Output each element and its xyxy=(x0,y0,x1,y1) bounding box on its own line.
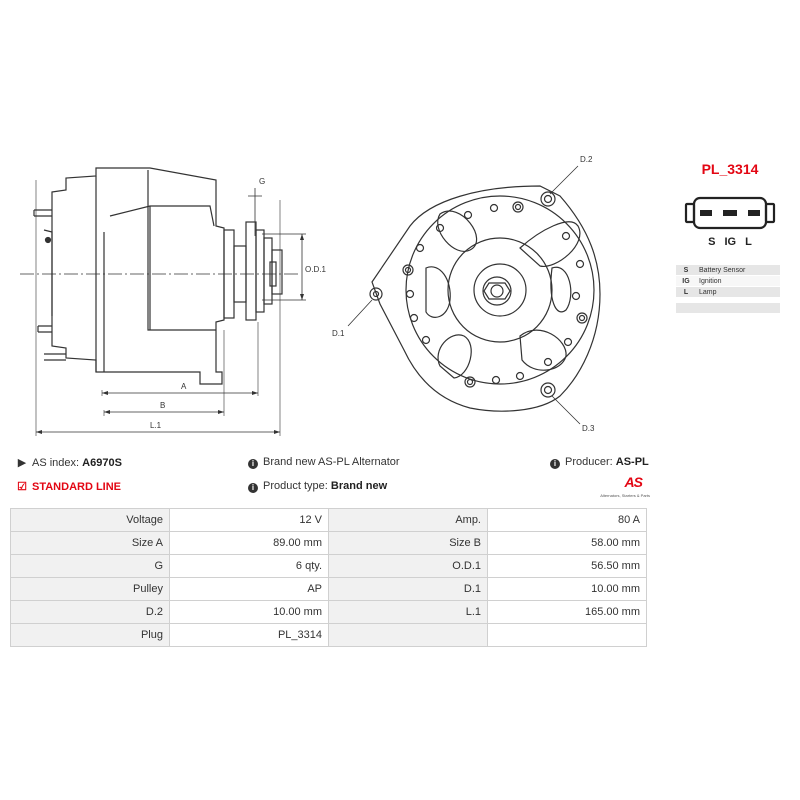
dim-label-od1: O.D.1 xyxy=(305,265,326,274)
technical-drawing: G O.D.1 A B L.1 xyxy=(20,155,776,436)
plug-pin-labels: S IG L xyxy=(700,236,760,248)
dim-label-d3: D.3 xyxy=(582,424,595,433)
spec-label: L.1 xyxy=(328,600,488,624)
spec-label: O.D.1 xyxy=(328,554,488,578)
spec-value: 10.00 mm xyxy=(169,600,329,624)
logo-mark: AS xyxy=(624,474,643,490)
info-icon: i xyxy=(248,483,258,493)
legend-key: S xyxy=(676,265,696,276)
dim-label-d1: D.1 xyxy=(332,329,345,338)
as-index: ▶AS index: A6970S xyxy=(17,457,122,469)
standard-line: ☑STANDARD LINE xyxy=(17,481,122,493)
plug-title: PL_3314 xyxy=(701,161,759,177)
legend-desc: Ignition xyxy=(696,275,780,287)
spec-value: 56.50 mm xyxy=(487,554,647,578)
spec-value: AP xyxy=(169,577,329,601)
spec-value: 10.00 mm xyxy=(487,577,647,601)
dim-label-b: B xyxy=(160,401,165,410)
as-logo: AS Alternators, Starters & Parts xyxy=(584,474,650,498)
spec-label: Size B xyxy=(328,531,488,555)
dim-label-a: A xyxy=(181,382,187,391)
spec-label: D.1 xyxy=(328,577,488,601)
product-type-value: Brand new xyxy=(330,480,388,492)
spec-label: Plug xyxy=(10,623,170,647)
spec-label: Pulley xyxy=(10,577,170,601)
spec-value: 80 A xyxy=(487,508,647,532)
legend-desc: Battery Sensor xyxy=(696,265,780,276)
checkbox-icon: ☑ xyxy=(17,481,27,493)
legend-key: L xyxy=(676,286,696,298)
spec-value: 89.00 mm xyxy=(169,531,329,555)
legend-key: IG xyxy=(676,275,696,287)
spec-value: 6 qty. xyxy=(169,554,329,578)
spec-label xyxy=(328,623,488,647)
spec-value: 12 V xyxy=(169,508,329,532)
spec-label: Amp. xyxy=(328,508,488,532)
spec-label: G xyxy=(10,554,170,578)
plug-pin-s: S xyxy=(708,236,716,248)
legend-desc: Lamp xyxy=(696,286,780,298)
producer-value: AS-PL xyxy=(615,456,649,468)
spec-label: Voltage xyxy=(10,508,170,532)
spec-value: 165.00 mm xyxy=(487,600,647,624)
dim-label-g: G xyxy=(259,177,265,186)
dim-label-d2: D.2 xyxy=(580,155,593,164)
spec-label: Size A xyxy=(10,531,170,555)
tag-icon: ▶ xyxy=(17,457,27,469)
alternator-side-view xyxy=(51,167,225,385)
info-icon: i xyxy=(248,459,258,469)
plug-pin-ig: IG xyxy=(724,236,737,248)
alternator-front-view xyxy=(371,185,601,412)
logo-tagline: Alternators, Starters & Parts xyxy=(600,493,650,498)
dim-label-l1: L.1 xyxy=(150,421,162,430)
spec-label: D.2 xyxy=(10,600,170,624)
info-icon: i xyxy=(550,459,560,469)
plug-pin-l: L xyxy=(745,236,752,248)
spec-value xyxy=(487,623,647,647)
spec-value: 58.00 mm xyxy=(487,531,647,555)
as-index-value: A6970S xyxy=(82,457,122,469)
spec-value: PL_3314 xyxy=(169,623,329,647)
